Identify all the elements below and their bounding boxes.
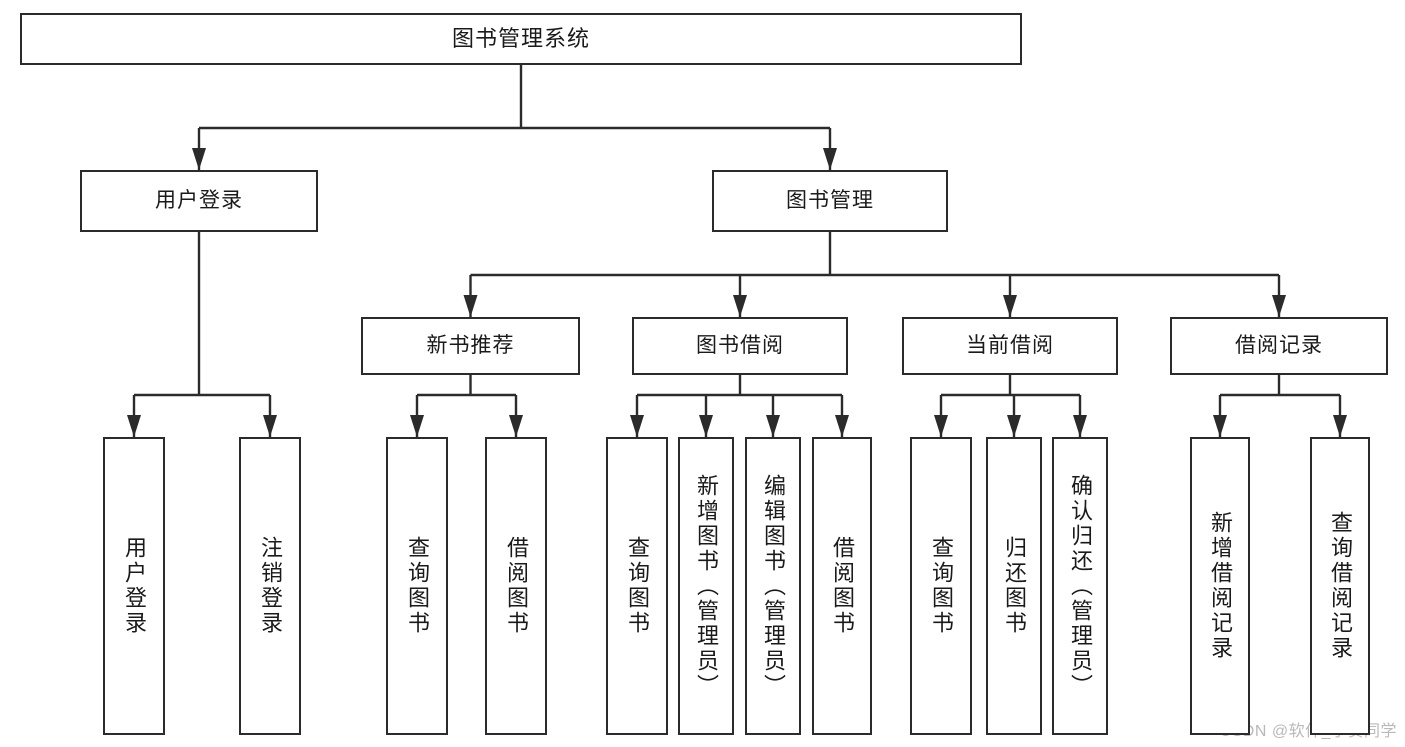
node-leaf-confirm-return-admin[interactable]: 确认归还（管理员）: [1052, 437, 1108, 735]
arrowhead-icon: [1007, 415, 1021, 437]
node-label: 图书管理系统: [451, 25, 590, 51]
node-label: 查询图书: [405, 536, 430, 636]
node-leaf-user-login[interactable]: 用户登录: [103, 437, 165, 735]
node-label: 图书借阅: [696, 334, 784, 358]
node-label: 借阅图书: [504, 536, 529, 636]
arrowhead-icon: [263, 415, 277, 437]
node-leaf-add-book-admin[interactable]: 新增图书（管理员）: [678, 437, 734, 735]
node-leaf-borrow-book-2[interactable]: 借阅图书: [812, 437, 872, 735]
node-label: 借阅记录: [1235, 334, 1323, 358]
arrowhead-icon: [509, 415, 523, 437]
node-leaf-user-logout[interactable]: 注销登录: [239, 437, 301, 735]
node-leaf-query-borrow-record[interactable]: 查询借阅记录: [1310, 437, 1370, 735]
node-label: 确认归还（管理员）: [1068, 473, 1093, 699]
arrowhead-icon: [1272, 295, 1286, 317]
node-leaf-edit-book-admin[interactable]: 编辑图书（管理员）: [745, 437, 801, 735]
node-label: 查询图书: [929, 536, 954, 636]
node-leaf-query-book-2[interactable]: 查询图书: [606, 437, 668, 735]
node-leaf-query-book-3[interactable]: 查询图书: [910, 437, 972, 735]
arrowhead-icon: [127, 415, 141, 437]
node-label: 归还图书: [1002, 536, 1027, 636]
node-root[interactable]: 图书管理系统: [20, 13, 1022, 65]
arrowhead-icon: [1003, 295, 1017, 317]
node-label: 查询图书: [625, 536, 650, 636]
arrowhead-icon: [630, 415, 644, 437]
node-book-manage[interactable]: 图书管理: [712, 170, 948, 232]
arrowhead-icon: [1073, 415, 1087, 437]
arrowhead-icon: [733, 295, 747, 317]
arrowhead-icon: [699, 415, 713, 437]
arrowhead-icon: [934, 415, 948, 437]
arrowhead-icon: [1213, 415, 1227, 437]
node-leaf-borrow-book-1[interactable]: 借阅图书: [485, 437, 547, 735]
node-label: 编辑图书（管理员）: [761, 473, 786, 699]
node-borrow-record[interactable]: 借阅记录: [1170, 317, 1388, 375]
node-book-borrow[interactable]: 图书借阅: [632, 317, 848, 375]
node-current-borrow[interactable]: 当前借阅: [902, 317, 1118, 375]
node-label: 注销登录: [258, 536, 283, 636]
arrowhead-icon: [192, 148, 206, 170]
node-leaf-query-book-1[interactable]: 查询图书: [386, 437, 448, 735]
node-label: 新增图书（管理员）: [694, 473, 719, 699]
node-label: 用户登录: [155, 189, 243, 213]
node-label: 新书推荐: [426, 334, 515, 358]
node-label: 借阅图书: [830, 536, 855, 636]
node-label: 新增借阅记录: [1208, 511, 1233, 661]
arrowhead-icon: [835, 415, 849, 437]
node-label: 查询借阅记录: [1328, 511, 1353, 661]
node-label: 用户登录: [122, 536, 147, 636]
arrowhead-icon: [463, 295, 478, 317]
node-leaf-add-borrow-record[interactable]: 新增借阅记录: [1190, 437, 1250, 735]
node-new-book-rec[interactable]: 新书推荐: [361, 317, 580, 375]
node-leaf-return-book[interactable]: 归还图书: [986, 437, 1042, 735]
node-label: 当前借阅: [966, 334, 1054, 358]
node-label: 图书管理: [786, 189, 874, 213]
arrowhead-icon: [823, 148, 837, 170]
arrowhead-icon: [1333, 415, 1347, 437]
arrowhead-icon: [410, 415, 424, 437]
arrowhead-icon: [766, 415, 780, 437]
node-user-login[interactable]: 用户登录: [80, 170, 318, 232]
